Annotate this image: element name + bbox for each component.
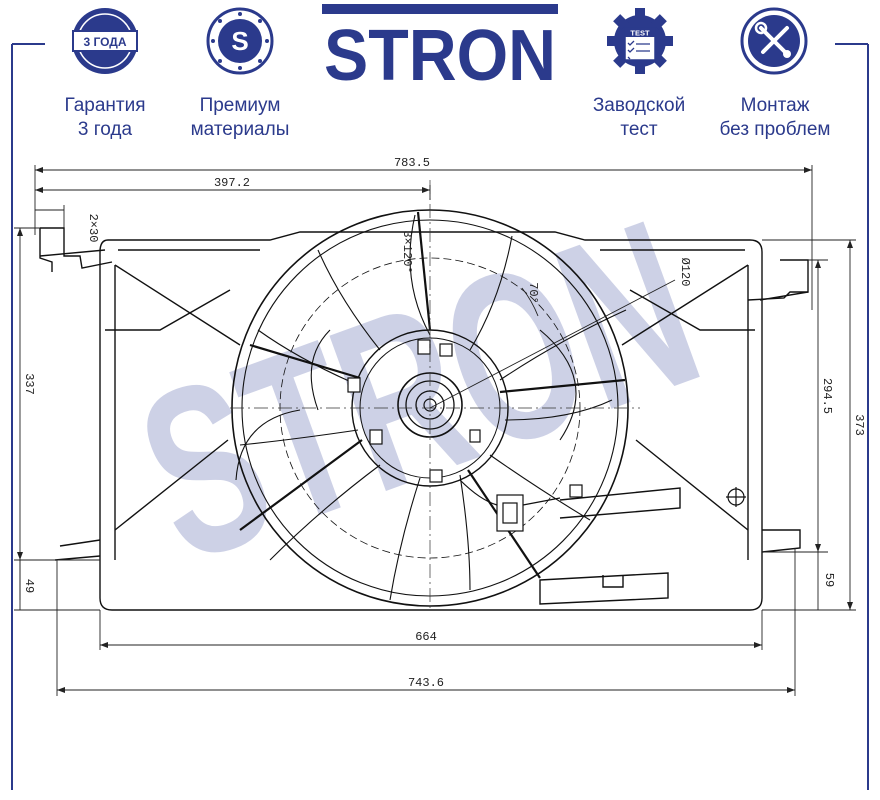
warranty-badge-icon: 3 ГОДА bbox=[72, 8, 138, 74]
logo-text: STRON bbox=[324, 16, 556, 84]
fan-shroud bbox=[39, 227, 809, 611]
install-caption-line1: Монтаж bbox=[740, 95, 810, 116]
dim-overall-width: 783.5 bbox=[394, 156, 430, 170]
dim-left-bottom: 49 bbox=[22, 579, 36, 593]
premium-caption-line1: Премиум bbox=[199, 95, 281, 116]
dimension-lines bbox=[14, 165, 856, 696]
frame-brackets bbox=[11, 43, 869, 790]
watermark-text: STRON bbox=[110, 169, 728, 612]
dim-hub-diameter: Ø120 bbox=[678, 258, 692, 287]
dim-base-width: 743.6 bbox=[408, 676, 444, 690]
dim-total-height: 373 bbox=[852, 414, 866, 436]
test-caption-line1: Заводской bbox=[592, 95, 686, 116]
test-caption-line2: тест bbox=[620, 119, 658, 140]
mounting-hole-icon bbox=[726, 487, 746, 507]
warranty-caption-line1: Гарантия bbox=[64, 95, 146, 116]
install-caption: Монтаж без проблем bbox=[700, 94, 850, 142]
fan-blades bbox=[235, 214, 627, 601]
premium-s-icon: S bbox=[206, 7, 274, 75]
wire-connector bbox=[459, 479, 561, 532]
dim-right-bottom: 59 bbox=[822, 573, 836, 587]
dimension-arrows bbox=[17, 167, 853, 693]
warranty-caption-line2: 3 года bbox=[77, 119, 133, 140]
install-caption-line2: без проблем bbox=[719, 119, 831, 140]
premium-caption-line2: материалы bbox=[190, 119, 290, 140]
premium-badge-letter: S bbox=[231, 26, 248, 56]
test-badge-text: TEST bbox=[630, 29, 650, 38]
dim-inner-width: 664 bbox=[415, 630, 437, 644]
test-caption: Заводской тест bbox=[564, 94, 714, 142]
dim-angle: 70° bbox=[526, 282, 540, 304]
premium-caption: Премиум материалы bbox=[165, 94, 315, 142]
tools-icon bbox=[740, 7, 808, 75]
dim-blade-pitch: 3×120° bbox=[400, 230, 414, 273]
dim-bracket: 2×30 bbox=[86, 214, 100, 243]
centerlines bbox=[230, 180, 640, 610]
mount-clips bbox=[347, 339, 583, 498]
factory-test-gear-icon: TEST bbox=[607, 8, 673, 74]
stron-logo: STRON bbox=[322, 4, 558, 84]
dim-left-height: 337 bbox=[22, 373, 36, 395]
dim-half-width: 397.2 bbox=[214, 176, 250, 190]
warranty-caption: Гарантия 3 года bbox=[30, 94, 180, 142]
dim-right-height: 294.5 bbox=[820, 378, 834, 414]
warranty-badge-text: 3 ГОДА bbox=[83, 35, 126, 49]
